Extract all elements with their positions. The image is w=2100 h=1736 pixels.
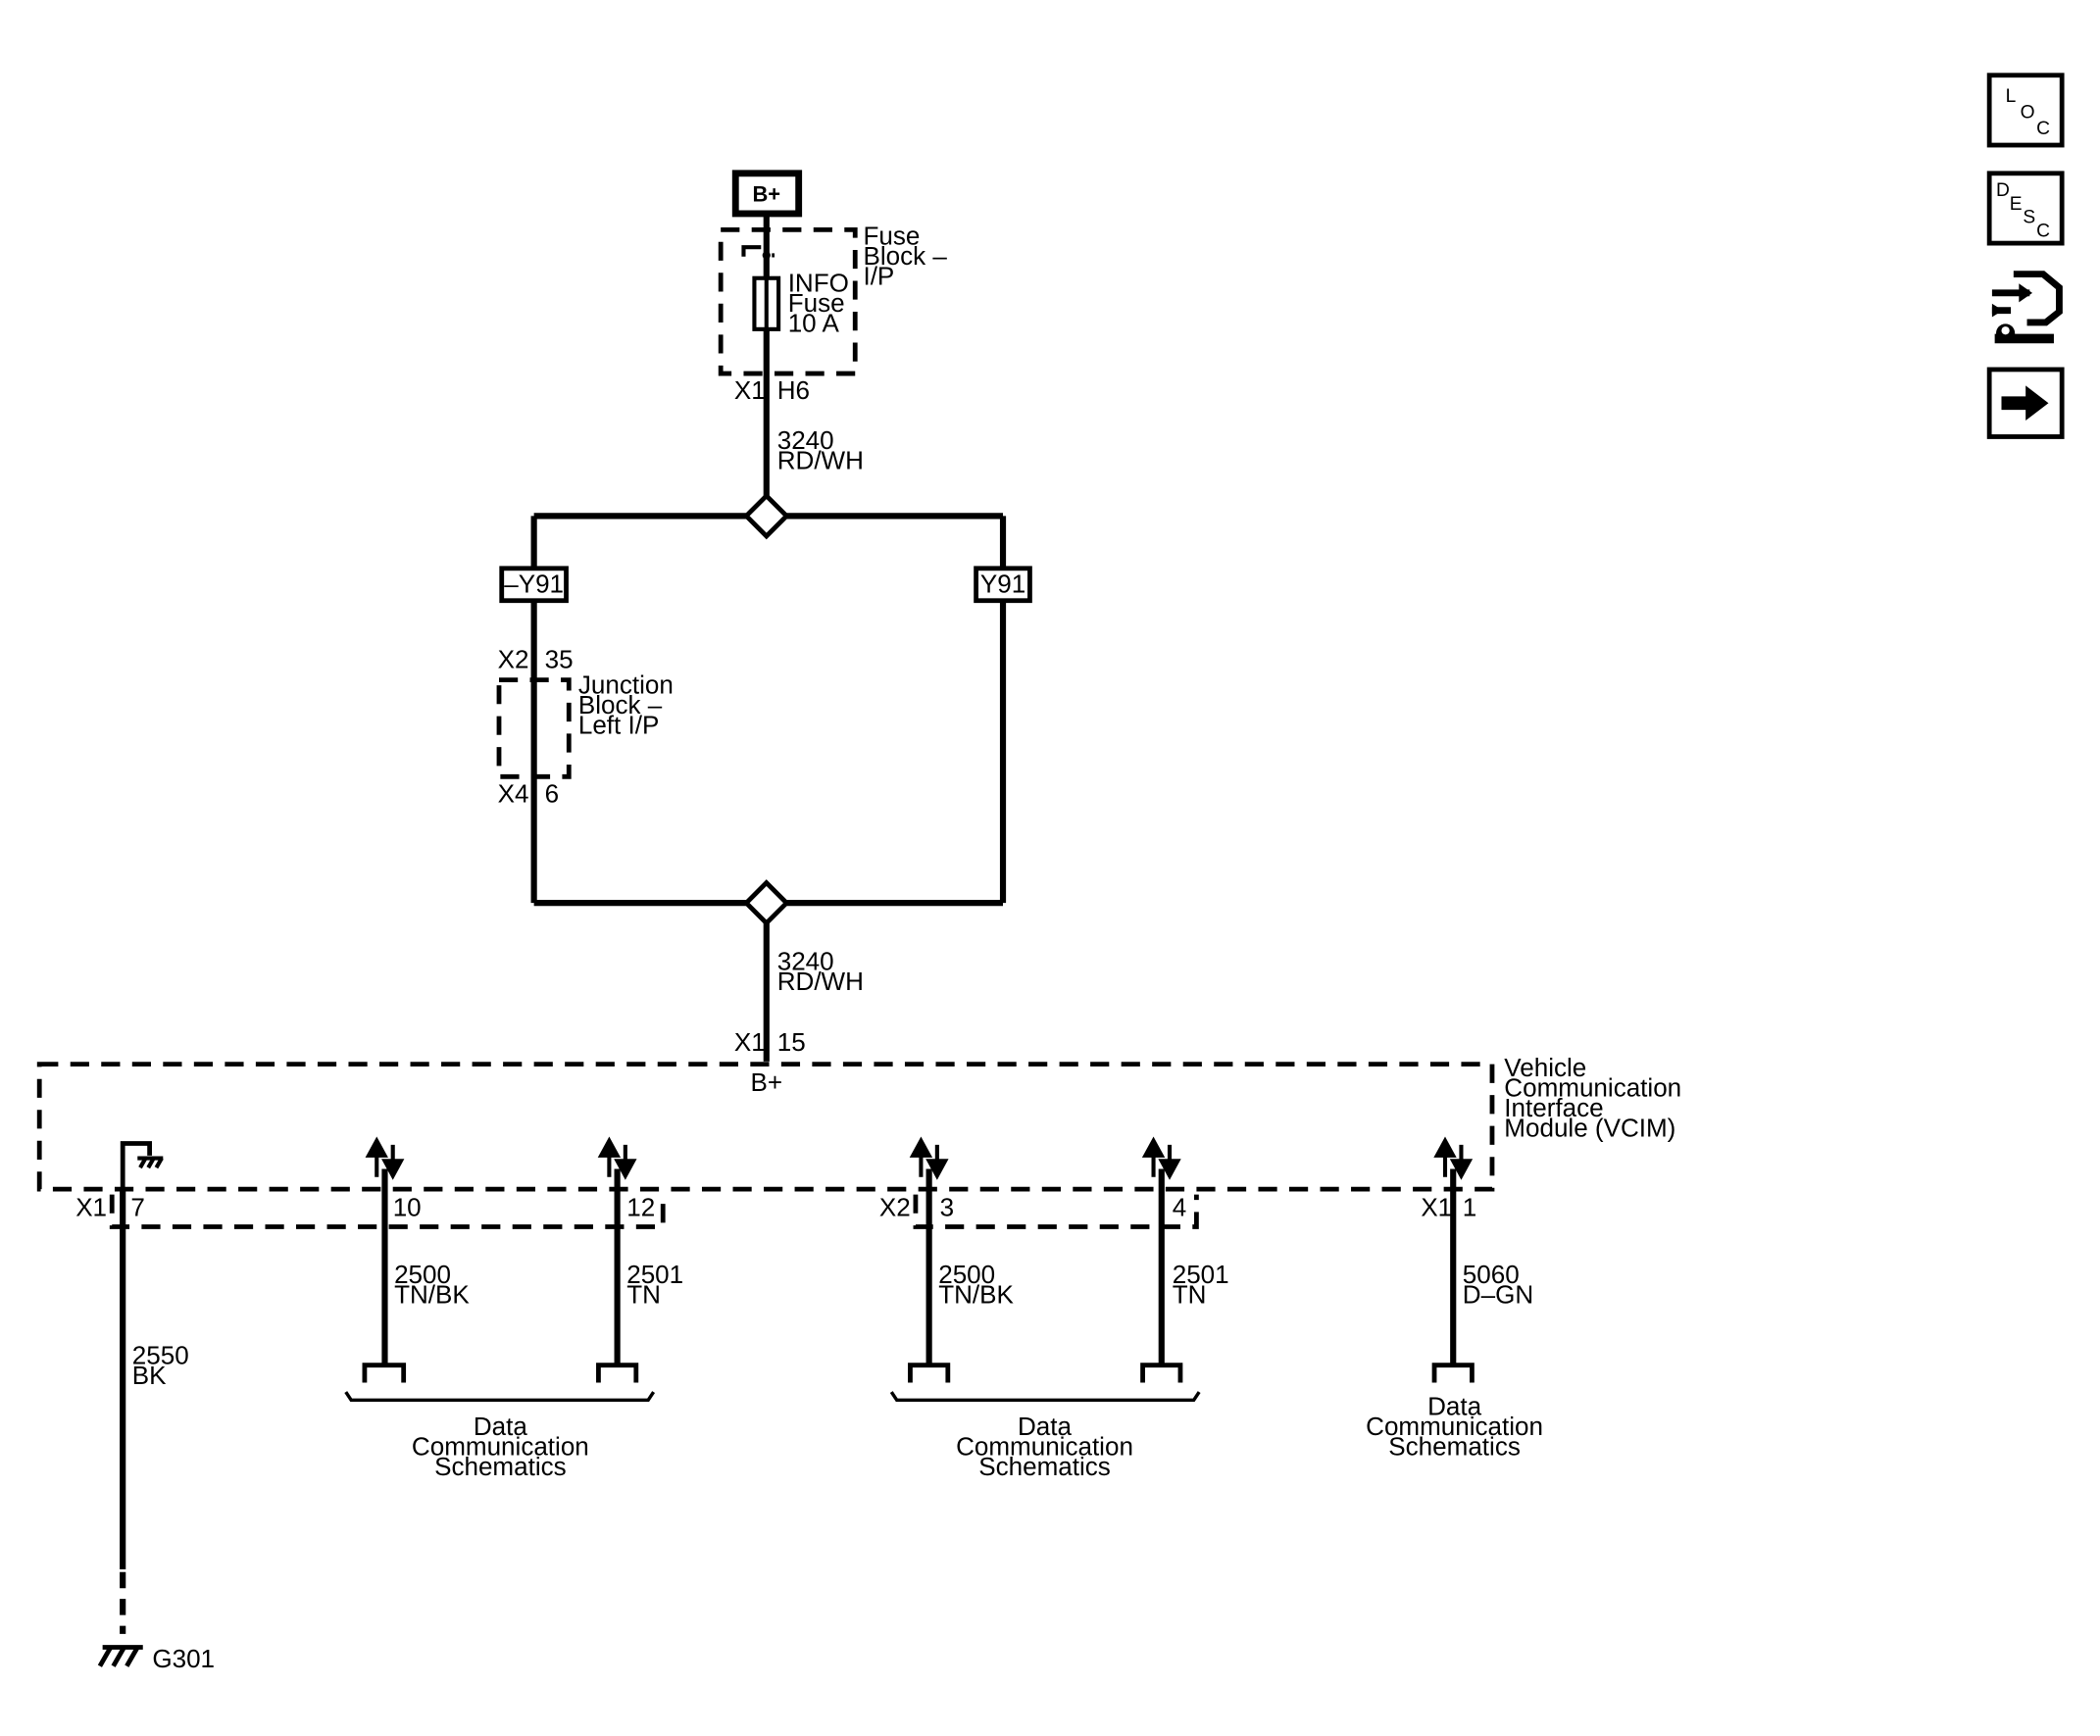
wire-2550-circuit: 2550	[132, 1340, 189, 1369]
pin7-number: 7	[130, 1193, 144, 1222]
wire-10-color: TN/BK	[394, 1280, 470, 1310]
junction-in-connector: X2	[498, 644, 529, 673]
vcim-module-outline	[36, 1062, 1495, 1192]
fuse-block-outline	[718, 226, 858, 376]
pin7-connector: X1	[75, 1193, 107, 1222]
option-tag-right: Y91	[974, 566, 1032, 604]
junction-in-pin: 35	[545, 644, 574, 673]
vcim-name-2: Communication	[1504, 1073, 1681, 1103]
wire-12-color: TN	[626, 1280, 661, 1310]
vcim-name-3: Interface	[1504, 1093, 1603, 1122]
wire-bottom-color: RD/WH	[777, 967, 864, 996]
dest3-line3[interactable]: Schematics	[1388, 1432, 1521, 1462]
option-left-label: –Y91	[504, 569, 564, 598]
wire-12-circuit: 2501	[626, 1260, 683, 1289]
loc-letter-o: O	[2021, 103, 2035, 124]
dest1-line2[interactable]: Communication	[412, 1432, 589, 1462]
location-button[interactable]: L O C	[1986, 73, 2065, 148]
splice-top	[742, 492, 790, 540]
bidirectional-arrow-icon	[365, 1136, 405, 1180]
dest2-line1[interactable]: Data	[1018, 1412, 1073, 1441]
desc-letter-d: D	[1996, 180, 2010, 201]
description-button[interactable]: D E S C	[1986, 171, 2065, 246]
wire-1-circuit: 5060	[1463, 1260, 1520, 1289]
dest1-line1[interactable]: Data	[474, 1412, 528, 1441]
desc-letter-e: E	[2010, 194, 2023, 215]
dest2-line3[interactable]: Schematics	[978, 1452, 1111, 1481]
vcim-name-1: Vehicle	[1504, 1053, 1586, 1082]
next-page-button[interactable]	[1986, 367, 2065, 439]
connector-service-icon[interactable]	[1991, 271, 2063, 344]
wire-2550-color: BK	[132, 1361, 167, 1390]
dest1-line3[interactable]: Schematics	[434, 1452, 567, 1481]
fuse-block-name-1: Fuse	[863, 221, 920, 250]
ground-label: G301	[152, 1644, 215, 1673]
wire-1-color: D–GN	[1463, 1280, 1533, 1310]
bidirectional-arrow-icon	[597, 1136, 637, 1180]
fuse-label-1: INFO	[788, 268, 849, 297]
fuse-block-name-2: Block –	[863, 241, 947, 271]
vcim-power-label: B+	[750, 1067, 782, 1097]
pin1-number: 1	[1463, 1193, 1476, 1222]
power-label: B+	[752, 182, 780, 207]
connector-x1-bracket	[109, 1194, 666, 1229]
bidirectional-arrow-icon	[909, 1136, 949, 1180]
loc-letter-c: C	[2036, 119, 2050, 139]
junction-out-connector: X4	[498, 778, 529, 808]
dest3-line1[interactable]: Data	[1427, 1391, 1482, 1420]
connector-x2-bracket	[913, 1194, 1199, 1229]
junction-name-3: Left I/P	[578, 710, 659, 739]
desc-letter-c: C	[2036, 221, 2050, 241]
junction-name-1: Junction	[578, 670, 674, 699]
wire-3-circuit: 2500	[938, 1260, 995, 1289]
loc-letter-l: L	[2006, 86, 2017, 107]
fuse-block-name-3: I/P	[863, 262, 894, 291]
fuse-label-3: 10 A	[788, 309, 840, 338]
bidirectional-arrow-icon	[1141, 1136, 1181, 1180]
junction-name-2: Block –	[578, 690, 663, 719]
chassis-ground-icon	[137, 1156, 164, 1169]
wire-10-circuit: 2500	[394, 1260, 451, 1289]
fuse-label-2: Fuse	[788, 288, 845, 318]
dest2-line2[interactable]: Communication	[956, 1432, 1133, 1462]
ground-icon	[97, 1645, 143, 1667]
wire-4-circuit: 2501	[1173, 1260, 1229, 1289]
splice-bottom	[742, 879, 790, 927]
bidirectional-arrow-icon	[1433, 1136, 1474, 1180]
option-tag-left: –Y91	[499, 566, 569, 604]
junction-block-outline	[496, 677, 572, 779]
arrow-right-icon	[2001, 385, 2049, 422]
battery-positive-source: B+	[731, 170, 803, 218]
wire-3-color: TN/BK	[938, 1280, 1014, 1310]
brace-group-1	[344, 1391, 656, 1403]
vcim-in-pin: 15	[777, 1027, 806, 1057]
dest3-line2[interactable]: Communication	[1366, 1412, 1543, 1441]
wire-top-color: RD/WH	[777, 445, 864, 474]
desc-letter-s: S	[2023, 208, 2035, 228]
pin10-number: 10	[393, 1193, 422, 1222]
fuse-pin-label: H6	[777, 375, 810, 405]
wire-4-color: TN	[1173, 1280, 1207, 1310]
wire-top-circuit: 3240	[777, 425, 834, 455]
pin3-connector: X2	[879, 1193, 911, 1222]
junction-out-pin: 6	[545, 778, 559, 808]
vcim-name-4: Module (VCIM)	[1504, 1114, 1675, 1143]
brace-group-2	[889, 1391, 1201, 1403]
wire-terminals	[362, 1363, 1475, 1383]
pin1-connector: X1	[1421, 1193, 1452, 1222]
pin12-number: 12	[626, 1193, 655, 1222]
option-right-label: Y91	[980, 569, 1025, 598]
wire-bottom-circuit: 3240	[777, 947, 834, 976]
fuse-connector-label: X1	[734, 375, 766, 405]
vcim-in-connector: X1	[734, 1027, 766, 1057]
pin4-number: 4	[1173, 1193, 1186, 1222]
pin3-number: 3	[940, 1193, 954, 1222]
